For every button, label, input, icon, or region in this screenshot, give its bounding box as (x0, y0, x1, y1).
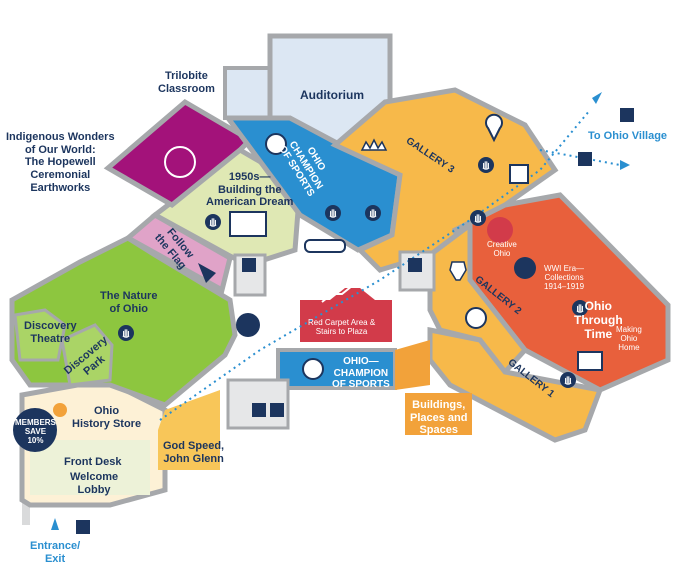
history-store-label: Ohio History Store (72, 405, 142, 430)
to-ohio-village-label: To Ohio Village (588, 130, 668, 142)
discovery-theatre-label: Discovery Theatre (24, 320, 77, 345)
path-arrow-north (592, 92, 602, 104)
red-carpet-label: Red Carpet Area & Stairs to Plaza (308, 318, 376, 337)
entrance-arrow (51, 518, 59, 530)
front-desk-area (30, 440, 150, 495)
hand-icon (325, 205, 341, 221)
soccer-ball-icon (265, 133, 287, 155)
car-icon (304, 239, 346, 253)
wwi-era-label: WWI Era— Collections 1914–1919 (544, 264, 585, 292)
buildings-places-spaces-area (395, 340, 430, 390)
ohio-through-time-label: Ohio Through Time (574, 299, 623, 341)
welcome-lobby-label: Welcome Lobby (70, 471, 119, 496)
shopping-bag-icon (53, 403, 67, 417)
family-restroom-icon (620, 108, 634, 122)
creative-ohio-label: Creative Ohio (487, 240, 517, 259)
front-desk-label: Front Desk (64, 456, 122, 468)
stairs-icon (321, 285, 380, 303)
vase-icon (449, 261, 467, 281)
buildings-places-spaces-sign (405, 393, 472, 435)
hand-icon (560, 372, 576, 388)
creative-ohio-icon (487, 217, 513, 243)
gallery-1-area (427, 326, 604, 443)
walking-path-east (539, 149, 621, 166)
trolley-icon (509, 164, 529, 184)
restroom-icon (408, 258, 422, 272)
hand-icon (205, 214, 221, 230)
trilobite-classroom-area (223, 66, 272, 120)
bird-icon (236, 313, 260, 337)
soccer-ball-icon-bottom (302, 358, 324, 380)
lighthouse-icon (465, 307, 487, 329)
flag-icon (198, 263, 216, 283)
restroom-icon (252, 403, 266, 417)
accessible-icon (270, 403, 284, 417)
hopewell-earthwork-icon (164, 146, 196, 178)
god-speed-gallery-area (158, 390, 220, 470)
walking-path (159, 109, 591, 421)
accessible-icon (76, 520, 90, 534)
accessible-icon (578, 152, 592, 166)
hand-icon (470, 210, 486, 226)
auditorium-label: Auditorium (300, 88, 364, 102)
house-icon (229, 211, 267, 237)
hand-icon (118, 325, 134, 341)
hand-icon (365, 205, 381, 221)
biplane-icon (514, 257, 536, 279)
path-arrow-east (620, 160, 630, 170)
trilobite-classroom-label: Trilobite Classroom (158, 70, 215, 95)
discovery-park-area (60, 323, 114, 387)
fifties-gallery-label: 1950s— Building the American Dream (206, 171, 294, 209)
entrance-exit-label: Entrance/ Exit (30, 540, 81, 565)
buildings-places-spaces-label: Buildings, Places and Spaces (410, 399, 468, 437)
members-save-label: MEMBERS SAVE 10% (15, 418, 56, 446)
hand-icon (478, 157, 494, 173)
nature-of-ohio-label: The Nature of Ohio (100, 290, 158, 315)
location-pin-icon (485, 113, 503, 143)
god-speed-john-glenn-label: God Speed, John Glenn (163, 440, 225, 465)
cabin-icon (577, 351, 603, 371)
members-save-badge (13, 408, 57, 452)
champion-sports-bottom-label: OHIO— CHAMPION OF SPORTS (332, 356, 390, 390)
indigenous-wonders-label: Indigenous Wonders of Our World: The Hop… (6, 131, 115, 194)
crown-icon (360, 138, 388, 151)
making-ohio-home-label: Making Ohio Home (616, 325, 642, 353)
restroom-icon (242, 258, 256, 272)
